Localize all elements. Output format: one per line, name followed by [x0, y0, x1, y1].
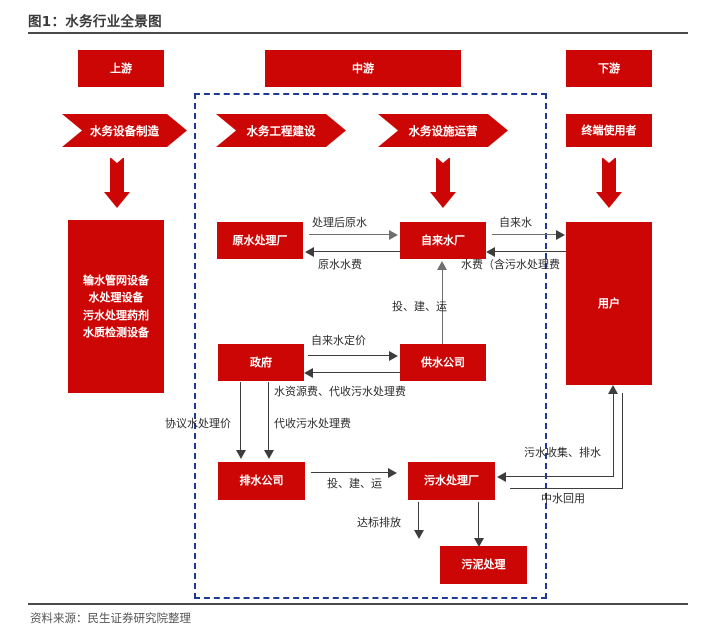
title-divider — [28, 32, 688, 34]
node-label-tap-water-plant: 自来水厂 — [421, 233, 465, 247]
upstream-product-4: 水质检测设备 — [83, 325, 149, 339]
node-sludge-treatment: 污泥处理 — [440, 546, 527, 584]
line-water-resource-fee — [313, 372, 400, 374]
segment-label-upstream: 上游 — [110, 61, 132, 75]
upstream-product-2: 水处理设备 — [88, 291, 144, 305]
node-label-sludge-treatment: 污泥处理 — [461, 558, 506, 572]
label-treated-raw-water: 处理后原水 — [312, 216, 367, 229]
label-invest-build-operate-1: 投、建、运 — [392, 300, 447, 313]
upstream-product-3: 污水处理药剂 — [83, 308, 149, 322]
arrowhead-sewage-collection-up — [608, 385, 618, 394]
figure-source: 资料来源：民生证券研究院整理 — [30, 611, 191, 625]
segment-label-midstream: 中游 — [352, 61, 374, 75]
line-invest-build-operate-1 — [442, 270, 444, 344]
line-reclaimed-water-vertical — [622, 393, 624, 489]
label-invest-build-operate-2: 投、建、运 — [327, 477, 382, 490]
arrowhead-sewage-collection-left — [497, 472, 506, 482]
line-to-sludge-treatment — [478, 502, 480, 538]
node-label-users: 用户 — [598, 296, 620, 310]
line-compliant-discharge — [418, 502, 420, 530]
arrowhead-raw-water-fee — [305, 247, 314, 257]
footer-divider — [28, 603, 688, 605]
node-label-government: 政府 — [250, 355, 272, 369]
label-agreed-treatment-price: 协议水处理价 — [165, 417, 231, 430]
label-tap-water-pricing: 自来水定价 — [311, 334, 366, 347]
node-label-sewage-plant: 污水处理厂 — [424, 474, 479, 488]
chevron-label-equipment-manufacturing: 水务设备制造 — [90, 123, 159, 138]
label-agent-sewage-fee: 代收污水处理费 — [274, 417, 351, 430]
arrowhead-tap-water-pricing — [389, 351, 398, 361]
node-users: 用户 — [566, 222, 652, 385]
node-label-drainage-company: 排水公司 — [239, 474, 284, 488]
label-water-fee: 水费（含污水处理费 — [461, 258, 560, 271]
arrowhead-agent-sewage-fee — [264, 450, 274, 459]
label-water-resource-fee: 水资源费、代收污水处理费 — [274, 385, 406, 398]
line-invest-build-operate-2 — [311, 472, 390, 474]
arrowhead-invest-build-operate-1 — [437, 261, 447, 270]
chevron-label-engineering-construction: 水务工程建设 — [246, 123, 316, 138]
line-treated-raw-water — [309, 234, 391, 236]
line-tap-water-pricing — [308, 355, 391, 357]
line-water-fee — [495, 251, 566, 253]
line-sewage-collection-vertical — [613, 393, 615, 477]
node-drainage-company: 排水公司 — [218, 462, 305, 500]
line-agent-sewage-fee — [268, 382, 270, 450]
segment-label-downstream: 下游 — [598, 61, 620, 75]
chevron-end-user: 终端使用者 — [566, 114, 652, 147]
fat-arrow-midstream — [427, 157, 459, 208]
line-tap-water — [492, 234, 558, 236]
line-raw-water-fee — [314, 251, 400, 253]
label-reclaimed-water-reuse: 中水回用 — [541, 492, 585, 505]
node-label-water-supply-company: 供水公司 — [421, 355, 465, 369]
line-reclaimed-water-horizontal — [510, 488, 623, 490]
node-label-raw-water-plant: 原水处理厂 — [232, 233, 288, 247]
segment-box-downstream: 下游 — [566, 50, 652, 87]
chevron-label-end-user: 终端使用者 — [581, 123, 637, 137]
node-water-supply-company: 供水公司 — [400, 344, 486, 381]
label-sewage-collection-drainage: 污水收集、排水 — [524, 446, 601, 459]
upstream-product-1: 输水管网设备 — [83, 274, 149, 288]
figure-title: 图1：水务行业全景图 — [28, 14, 162, 30]
arrowhead-agreed-treatment-price — [236, 450, 246, 459]
arrowhead-tap-water — [556, 230, 565, 240]
fat-arrow-upstream — [101, 157, 133, 208]
line-sewage-collection-horizontal — [506, 476, 614, 478]
arrowhead-compliant-discharge — [414, 530, 424, 539]
node-tap-water-plant: 自来水厂 — [400, 222, 486, 259]
label-tap-water: 自来水 — [499, 216, 532, 229]
arrowhead-water-fee — [486, 247, 495, 257]
arrowhead-invest-build-operate-2 — [388, 468, 397, 478]
chevron-engineering-construction: 水务工程建设 — [216, 114, 346, 147]
segment-box-midstream: 中游 — [265, 50, 461, 87]
chevron-equipment-manufacturing: 水务设备制造 — [62, 114, 187, 147]
fat-arrow-downstream — [593, 157, 625, 208]
arrowhead-to-sludge-treatment — [474, 538, 484, 547]
node-upstream-products: 输水管网设备 水处理设备 污水处理药剂 水质检测设备 — [68, 220, 164, 393]
label-raw-water-fee: 原水水费 — [318, 258, 362, 271]
chevron-facility-operation: 水务设施运营 — [378, 114, 508, 147]
chevron-label-facility-operation: 水务设施运营 — [408, 123, 478, 138]
node-raw-water-plant: 原水处理厂 — [217, 222, 303, 259]
label-compliant-discharge: 达标排放 — [357, 516, 401, 529]
line-agreed-treatment-price — [240, 382, 242, 450]
midstream-dashed-frame — [194, 93, 547, 599]
node-sewage-plant: 污水处理厂 — [408, 462, 495, 500]
segment-box-upstream: 上游 — [78, 50, 164, 87]
arrowhead-water-resource-fee — [304, 368, 313, 378]
node-government: 政府 — [218, 344, 304, 381]
arrowhead-treated-raw-water — [389, 230, 398, 240]
